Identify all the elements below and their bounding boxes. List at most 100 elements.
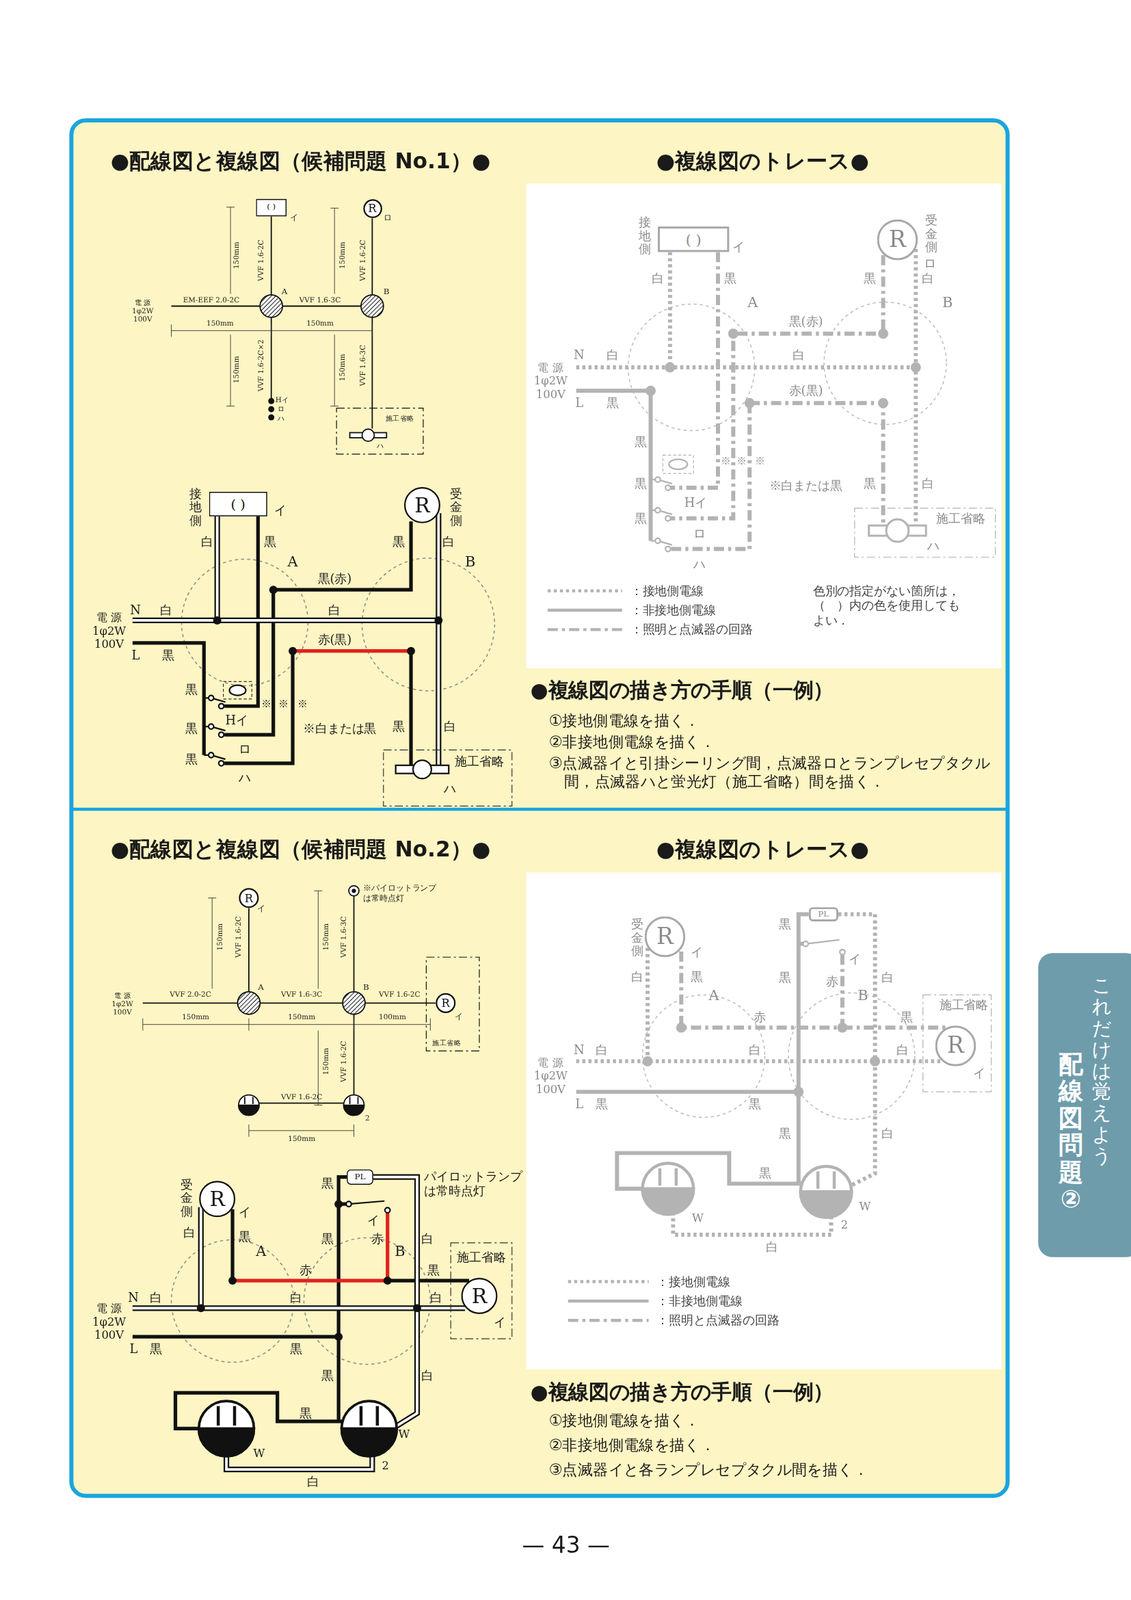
wire-label: ※ bbox=[297, 697, 308, 710]
wire-label: ※ bbox=[261, 697, 272, 710]
lamp-outline bbox=[363, 199, 381, 217]
wire-label: 黒 bbox=[149, 1341, 163, 1356]
wire-label: ※ bbox=[720, 454, 731, 468]
wire-label: イ bbox=[493, 1314, 507, 1330]
wire-label: 黒 bbox=[900, 1009, 913, 1025]
note-text: 色別の指定がない箇所は，（ ）内の色を使用しても よい． bbox=[813, 583, 967, 628]
lamp-box: ( ) bbox=[255, 198, 287, 216]
wire-label: 黒 bbox=[778, 916, 792, 932]
junction-dot bbox=[877, 397, 889, 409]
switch-symbol bbox=[655, 476, 671, 552]
wire-label: 黒 bbox=[748, 1096, 762, 1112]
wire-label: ハ bbox=[277, 414, 285, 424]
wire-label: A bbox=[747, 293, 758, 311]
wire-label: L bbox=[129, 1341, 138, 1356]
junction-outline bbox=[303, 1236, 431, 1364]
wire-label: 白 bbox=[765, 1239, 779, 1254]
fluorescent-lamp bbox=[383, 749, 513, 806]
wire-label: VVF 2.0-2C bbox=[169, 990, 211, 1000]
section-heading: ●複線図のトレース● bbox=[656, 148, 870, 175]
node-text: ( ) bbox=[685, 231, 702, 247]
junction-dot bbox=[645, 328, 922, 408]
page-panel bbox=[526, 183, 1002, 669]
node-text: ( ) bbox=[231, 497, 246, 511]
wire-label: ロ bbox=[923, 255, 937, 271]
switch-symbol bbox=[665, 484, 671, 490]
wire-label: VVF 1.6-3C bbox=[299, 296, 341, 305]
wire-label: 黒 bbox=[321, 1367, 334, 1382]
wire-label: W bbox=[253, 1445, 266, 1460]
lamp-outline bbox=[404, 487, 440, 523]
wire-label: イ bbox=[694, 495, 708, 511]
wire-label: A bbox=[281, 286, 288, 297]
dimension-label: VVF 1.6-3C bbox=[358, 344, 368, 386]
outlet-symbol bbox=[800, 1191, 853, 1217]
section-heading: ●配線図と複線図（候補問題 No.2）● bbox=[110, 835, 491, 862]
wire-label: B bbox=[383, 286, 390, 297]
wire-label: イ bbox=[367, 1213, 380, 1228]
wire-label: 150mm bbox=[206, 319, 234, 329]
lamp-circle: R bbox=[460, 1277, 498, 1315]
white-wire bbox=[132, 512, 439, 765]
outlet-symbol bbox=[341, 1427, 398, 1456]
wire-label: 白 bbox=[160, 603, 173, 618]
page-panel bbox=[526, 871, 1002, 1369]
junction-dot bbox=[645, 385, 656, 396]
wire-label: 黒(赤) bbox=[789, 313, 824, 329]
wire-label: 2 bbox=[365, 1113, 370, 1123]
legend-text: ：照明と点滅器の回路 bbox=[656, 1312, 779, 1328]
white-wire bbox=[132, 1176, 465, 1469]
wire-label: B bbox=[363, 982, 370, 993]
junction-dot bbox=[744, 397, 755, 409]
junction-dot bbox=[228, 1275, 237, 1285]
switch-symbol bbox=[384, 1206, 390, 1212]
wire-label: 黒 bbox=[185, 682, 198, 697]
pilot-lamp-box: PL bbox=[346, 1168, 374, 1184]
junction-dot bbox=[836, 1022, 848, 1033]
wire-label: 施工省略 bbox=[456, 1249, 507, 1264]
red-wire bbox=[232, 1212, 388, 1281]
wire-label: 黒 bbox=[634, 434, 647, 449]
wire-label: 2 bbox=[382, 1457, 390, 1472]
wire-label: ②非接地側電線を描く． bbox=[548, 732, 716, 751]
plan-wiring bbox=[352, 888, 355, 892]
switch-symbol bbox=[208, 752, 214, 757]
junction-dot bbox=[213, 616, 222, 625]
switch-symbol bbox=[665, 546, 671, 552]
lamp-box: ( ) bbox=[209, 491, 268, 517]
legend-sample bbox=[547, 590, 623, 630]
wire-label: 施工省略 bbox=[454, 753, 504, 768]
plan-wiring bbox=[350, 1096, 359, 1104]
lamp-circle: R bbox=[877, 219, 919, 261]
junction-dot bbox=[728, 328, 739, 339]
plan-wiring bbox=[244, 1096, 254, 1104]
side-tab: これだけは覚えよう配線図問題② bbox=[1038, 952, 1131, 1257]
wire-label: 黒 bbox=[634, 510, 647, 526]
wire-label: W bbox=[859, 1199, 872, 1214]
section-heading: ●複線図の描き方の手順（一例） bbox=[530, 1379, 835, 1404]
lamp-outline bbox=[645, 916, 685, 956]
outlet-symbol bbox=[800, 1165, 853, 1218]
legend-sample bbox=[568, 1318, 649, 1322]
wire-label: 黒 bbox=[863, 271, 876, 286]
white-wire bbox=[132, 1176, 465, 1469]
legend-sample bbox=[568, 1279, 649, 1283]
wire-label: イ bbox=[690, 944, 703, 959]
wire-label: ※白または黒 bbox=[302, 721, 377, 736]
wire-label: H bbox=[684, 495, 696, 511]
dimension-label: 150mm bbox=[338, 241, 348, 269]
plan-wiring bbox=[171, 216, 373, 429]
wire-label: イ bbox=[732, 240, 745, 255]
wire-label: B bbox=[394, 1241, 405, 1259]
outlet-symbol bbox=[341, 1400, 398, 1456]
dimension-label: 150mm bbox=[322, 923, 331, 951]
side-label: 受金側 bbox=[180, 1178, 193, 1219]
wire-label: イ bbox=[973, 1066, 986, 1081]
wire-label: B bbox=[942, 293, 953, 311]
dimension-label: VVF 1.6-3C bbox=[339, 915, 349, 957]
switch-symbol bbox=[203, 681, 252, 766]
wire-label: 白 bbox=[921, 476, 935, 491]
wire-label: W bbox=[397, 1426, 410, 1441]
wire-label: 黒 bbox=[185, 721, 198, 736]
wire-label: 白 bbox=[748, 1042, 762, 1058]
